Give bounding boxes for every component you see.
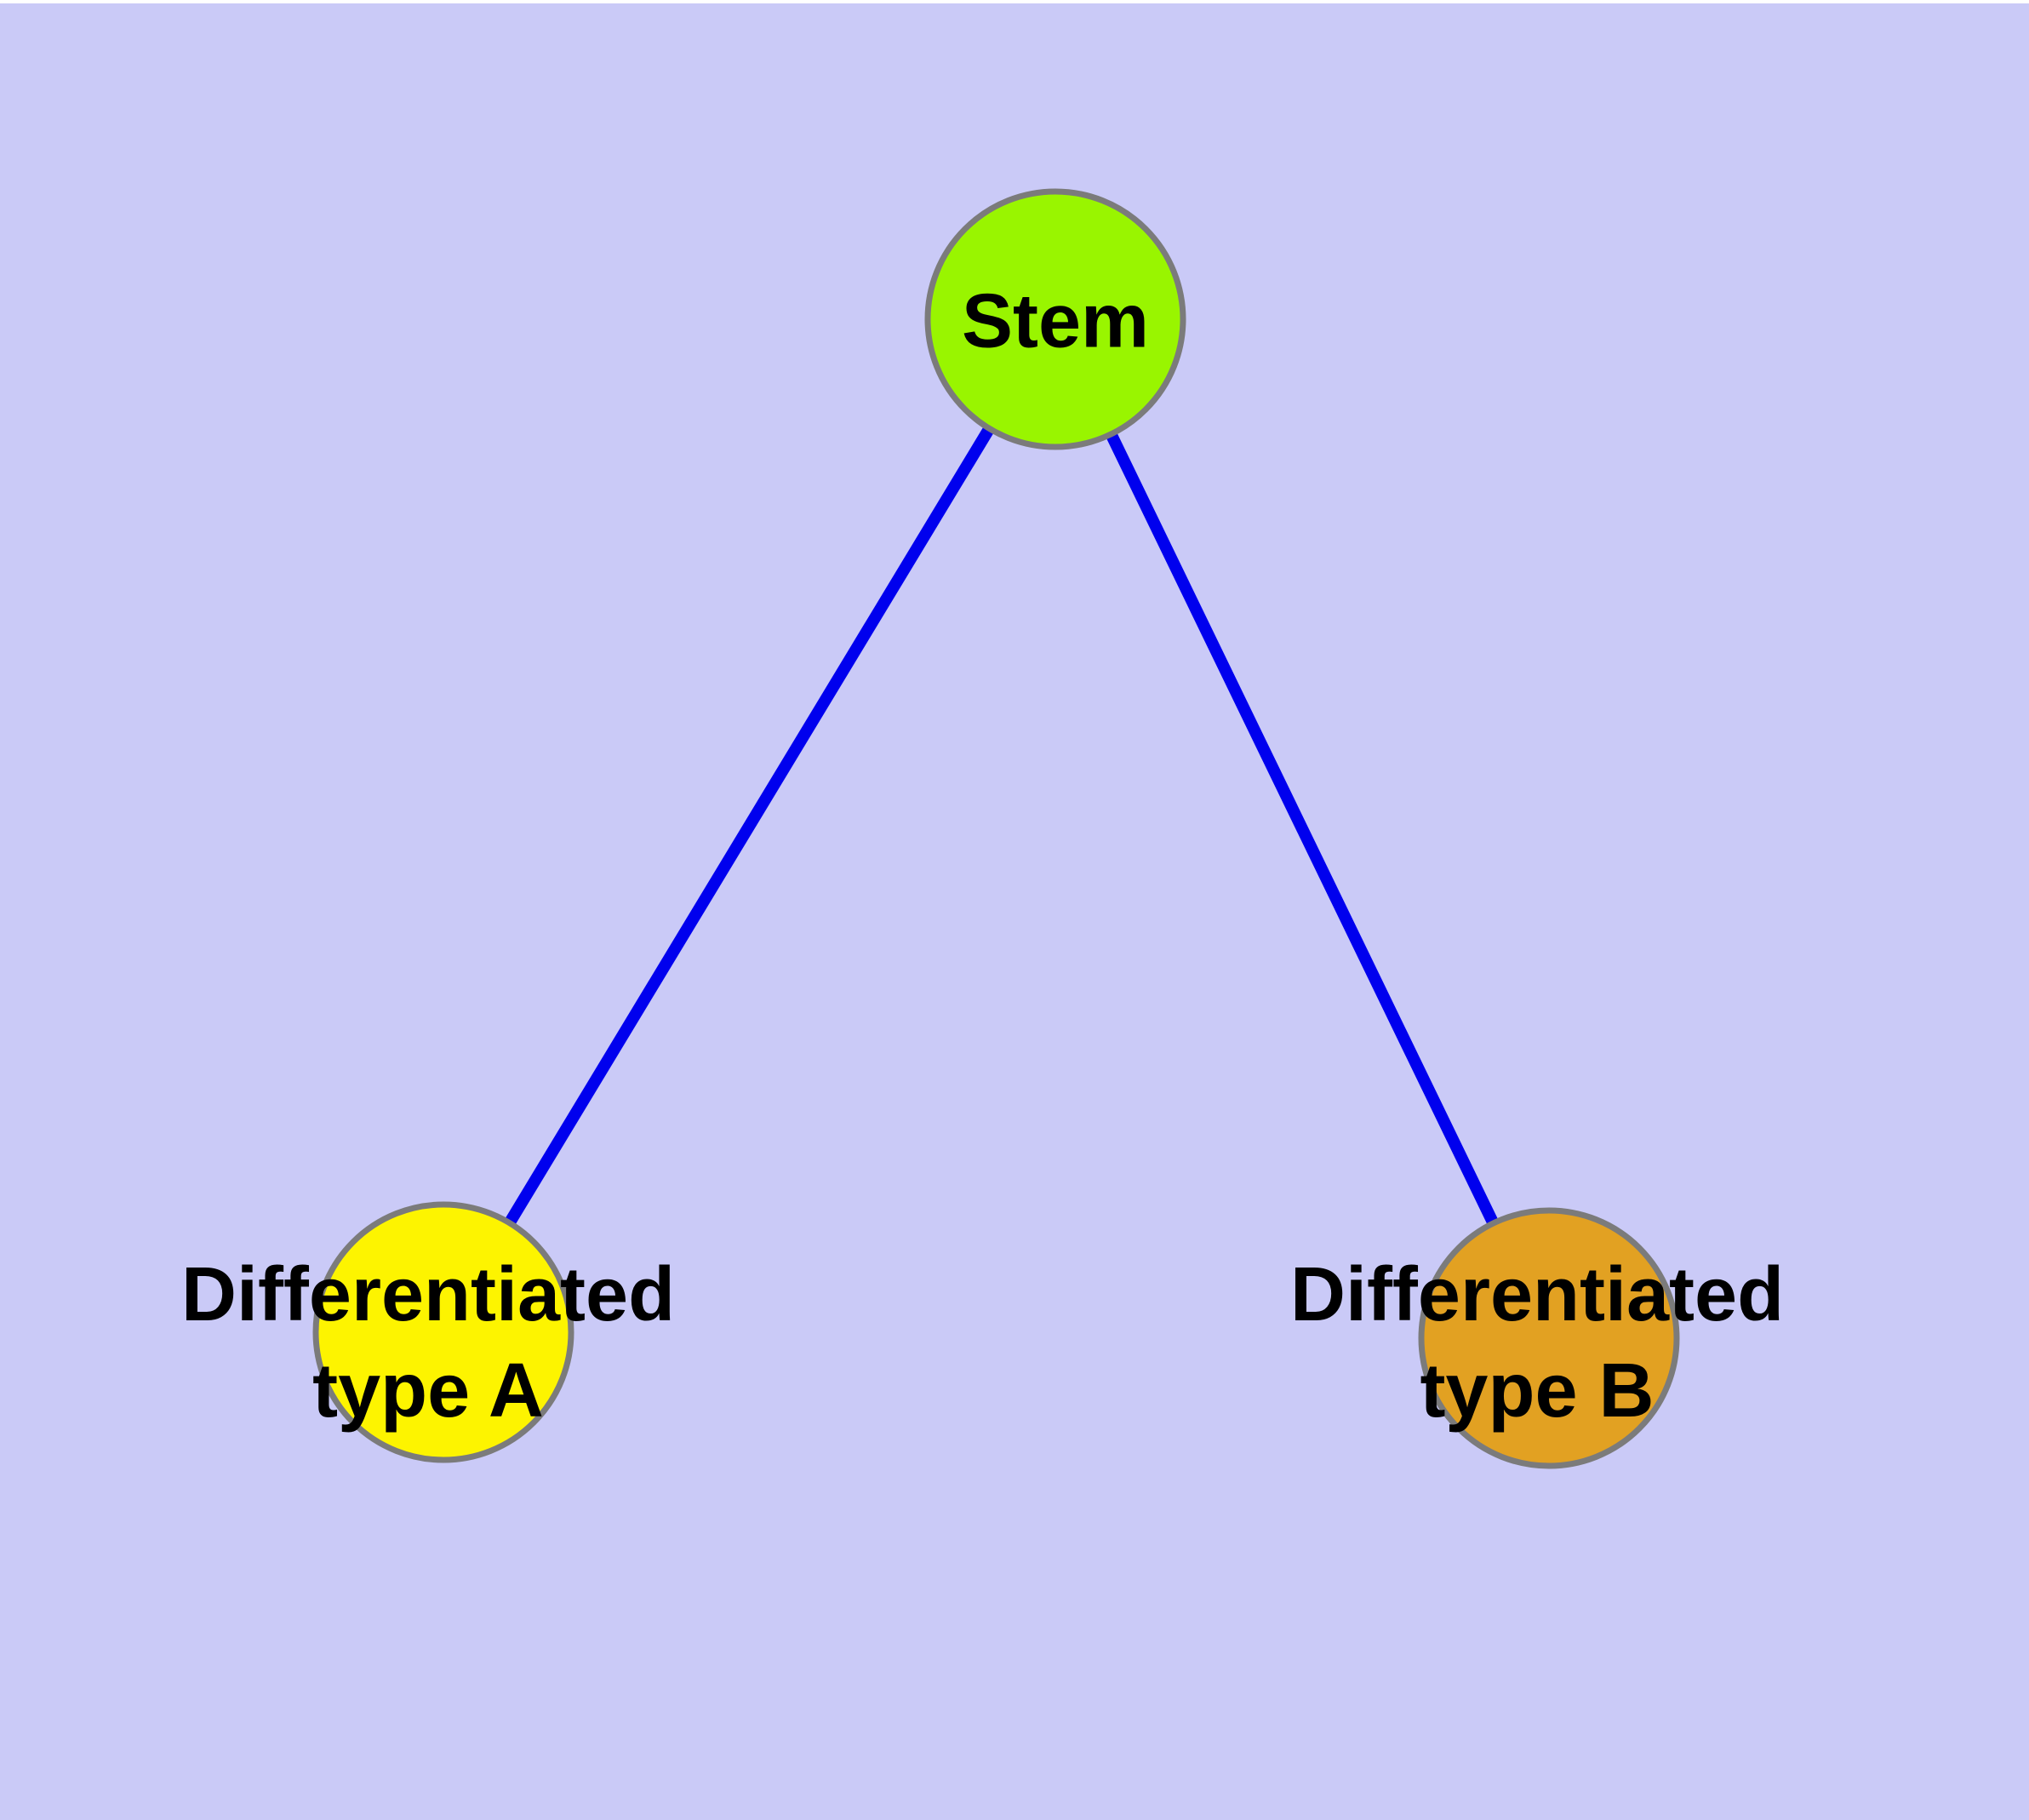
node-type-a-circle	[312, 1201, 574, 1463]
node-stem-circle	[924, 188, 1186, 450]
node-type-b-circle	[1418, 1207, 1680, 1469]
edge-stem-to-type-a	[438, 316, 1060, 1336]
edge-stem-to-type-b	[1049, 316, 1555, 1342]
